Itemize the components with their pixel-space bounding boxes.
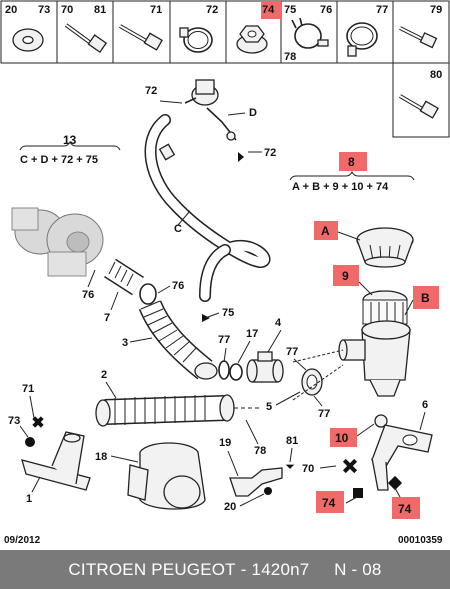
callout-77-a: 77 bbox=[218, 334, 230, 346]
assembly-8-formula: A + B + 9 + 10 + 74 bbox=[292, 181, 389, 193]
side-box-80: 80 bbox=[392, 62, 450, 138]
assembly-13: 13 C + D + 72 + 75 bbox=[19, 133, 121, 166]
seal-ring-17 bbox=[229, 363, 243, 381]
bolt-marker-icon bbox=[32, 416, 44, 428]
diagram-reference: 00010359 bbox=[398, 535, 443, 546]
top-parts-row: 20 73 70 81 71 72 74 bbox=[0, 0, 450, 64]
callout-D: D bbox=[249, 107, 257, 119]
callout-9: 9 bbox=[342, 269, 349, 283]
hose-7 bbox=[104, 258, 144, 296]
top-box-1-right-label: 73 bbox=[38, 4, 50, 16]
bracket-19 bbox=[229, 467, 283, 497]
hose-clamp-icon bbox=[346, 22, 378, 57]
diagram-date: 09/2012 bbox=[4, 535, 41, 546]
callout-78: 78 bbox=[254, 445, 266, 457]
filter-bracket bbox=[371, 424, 433, 491]
hose-clamp-icon bbox=[179, 27, 213, 53]
highlight-A bbox=[314, 221, 338, 240]
callout-B: B bbox=[421, 291, 430, 305]
top-box-4-right-label: 72 bbox=[206, 4, 218, 16]
turbocharger bbox=[11, 207, 104, 277]
callout-72-top: 72 bbox=[145, 85, 157, 97]
callout-19: 19 bbox=[219, 437, 231, 449]
assembly-13-formula: C + D + 72 + 75 bbox=[20, 154, 98, 166]
top-box-2-right-label: 81 bbox=[94, 4, 106, 16]
top-box-5-right-label: 74 bbox=[262, 4, 275, 16]
callout-77-c: 77 bbox=[318, 408, 330, 420]
callout-3: 3 bbox=[122, 337, 128, 349]
callout-6: 6 bbox=[422, 399, 428, 411]
callout-A: A bbox=[321, 224, 330, 238]
bracket-1 bbox=[21, 431, 91, 491]
bolt-icon bbox=[119, 24, 163, 51]
bolt-icon bbox=[399, 26, 438, 49]
callout-76-right: 76 bbox=[172, 280, 184, 292]
washer-marker-icon bbox=[25, 437, 35, 447]
top-box-7-right-label: 77 bbox=[376, 4, 388, 16]
top-box-2-left-label: 70 bbox=[61, 4, 73, 16]
footer-gap bbox=[309, 560, 334, 580]
bolt-marker-icon bbox=[285, 464, 295, 469]
callout-74-left: 74 bbox=[322, 496, 336, 510]
footer-section: N - 08 bbox=[334, 559, 382, 579]
highlight-9 bbox=[333, 265, 359, 286]
top-box-6-right-label: 76 bbox=[320, 4, 332, 16]
bolt-marker-icon bbox=[342, 458, 358, 474]
top-box-1-left-label: 20 bbox=[5, 4, 17, 16]
callout-73: 73 bbox=[8, 415, 20, 427]
callout-7: 7 bbox=[104, 312, 110, 324]
corrugated-hose-2 bbox=[95, 394, 262, 427]
screw-icon bbox=[398, 94, 439, 119]
callout-77-b: 77 bbox=[286, 346, 298, 358]
callout-70: 70 bbox=[302, 463, 314, 475]
corrugated-hose-3 bbox=[138, 300, 218, 380]
highlight-8 bbox=[339, 152, 367, 171]
callout-1: 1 bbox=[26, 493, 32, 505]
callout-20: 20 bbox=[224, 501, 236, 513]
footer-separator: - bbox=[235, 559, 252, 579]
callout-18: 18 bbox=[95, 451, 107, 463]
washer-marker-icon bbox=[264, 487, 272, 495]
assembly-8: 8 A + B + 9 + 10 + 74 bbox=[289, 152, 415, 193]
side-box-label: 80 bbox=[430, 69, 442, 81]
top-box-6-left-label: 75 bbox=[284, 4, 296, 16]
footer-bar: CITROEN PEUGEOT - 1420n7 N - 08 bbox=[0, 550, 450, 589]
top-box-8-right-label: 79 bbox=[430, 4, 442, 16]
nut-marker-icon bbox=[387, 475, 403, 491]
callout-C: C bbox=[174, 223, 182, 235]
highlight-74-right bbox=[392, 497, 420, 519]
resonator-18 bbox=[127, 442, 206, 510]
callout-10: 10 bbox=[335, 431, 349, 445]
bolt-icon bbox=[64, 23, 108, 54]
callout-17: 17 bbox=[246, 328, 258, 340]
footer-brand: CITROEN PEUGEOT bbox=[68, 559, 236, 579]
highlight-B bbox=[413, 286, 439, 309]
callout-4: 4 bbox=[275, 317, 282, 329]
flange-nut-icon bbox=[236, 25, 268, 54]
air-flow-meter bbox=[246, 351, 284, 383]
callout-75: 75 bbox=[222, 307, 234, 319]
callout-72-mid: 72 bbox=[264, 147, 276, 159]
assembly-8-number: 8 bbox=[348, 155, 355, 169]
top-box-3-right-label: 71 bbox=[150, 4, 162, 16]
exploded-parts-diagram: 20 73 70 81 71 72 74 bbox=[0, 0, 450, 546]
highlight-10 bbox=[330, 428, 357, 447]
callout-2: 2 bbox=[101, 369, 107, 381]
callout-76-left: 76 bbox=[82, 289, 94, 301]
highlight-74 bbox=[261, 1, 281, 19]
nut-marker-icon bbox=[353, 488, 363, 498]
worm-clamp-icon bbox=[291, 17, 329, 49]
highlight-74-left bbox=[316, 491, 344, 513]
footer-part-number: 1420n7 bbox=[251, 559, 310, 579]
top-box-6-bottom-label: 78 bbox=[284, 51, 296, 63]
valve-assembly bbox=[184, 79, 244, 162]
assembly-13-number: 13 bbox=[63, 133, 77, 147]
callout-71: 71 bbox=[22, 383, 34, 395]
air-filter-housing bbox=[338, 227, 414, 428]
callout-81: 81 bbox=[286, 435, 298, 447]
callout-74-right: 74 bbox=[398, 502, 412, 516]
callout-5: 5 bbox=[266, 401, 272, 413]
